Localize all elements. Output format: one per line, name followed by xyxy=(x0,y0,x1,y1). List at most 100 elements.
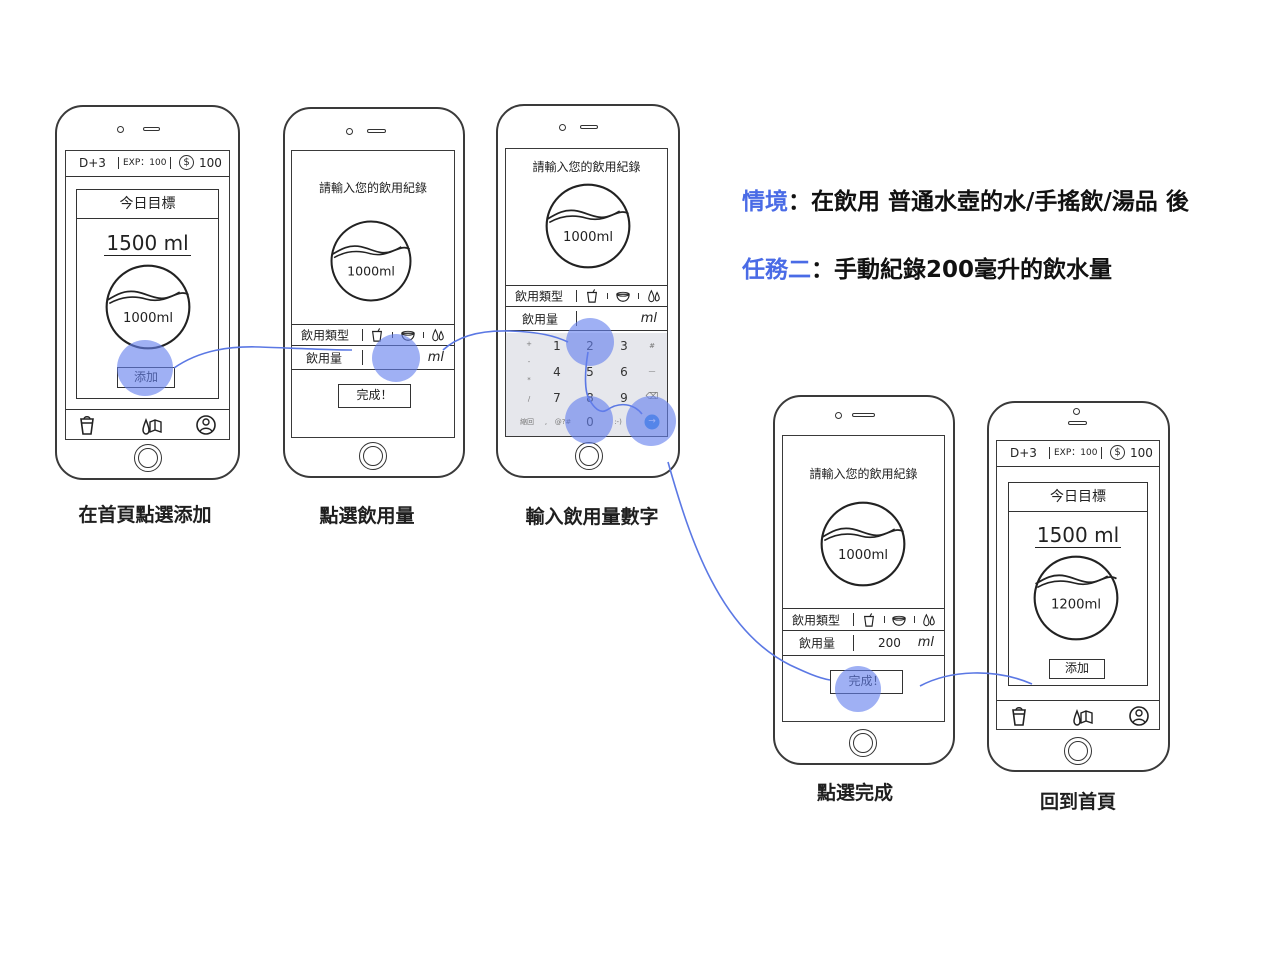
key-plus[interactable]: + xyxy=(526,340,532,348)
camera-dot xyxy=(559,124,566,131)
key-6[interactable]: 6 xyxy=(620,365,628,379)
record-title: 請輸入您的飲用紀錄 xyxy=(809,467,918,481)
step-caption-3: 輸入飲用量數字 xyxy=(525,506,659,528)
cup-icon[interactable] xyxy=(76,414,98,436)
home-button[interactable] xyxy=(849,729,877,757)
dollar-coin-icon: $ xyxy=(1110,445,1125,460)
water-wave-inner xyxy=(548,210,621,224)
water-wave-inner xyxy=(1036,575,1109,589)
key-4[interactable]: 4 xyxy=(553,365,561,379)
key-symbols[interactable]: @?# xyxy=(554,418,572,426)
icon-divider xyxy=(884,616,885,623)
unit-label: ml xyxy=(427,349,444,365)
profile-icon[interactable] xyxy=(195,414,217,436)
water-cup-indicator: 1200ml xyxy=(1033,555,1119,641)
status-bar: D+3 EXP：100 $ 100 xyxy=(997,441,1159,467)
water-drop-icon[interactable] xyxy=(647,289,661,303)
map-icon[interactable] xyxy=(141,414,163,436)
drink-type-row[interactable]: 飲用類型 xyxy=(506,285,667,307)
cup-amount-label: 1200ml xyxy=(1051,598,1101,613)
water-cup-indicator: 1000ml xyxy=(820,501,906,587)
drink-amount-field[interactable]: 飲用量 200 ml xyxy=(783,631,944,656)
bowl-icon[interactable] xyxy=(616,289,630,303)
drink-amount-value: 200 xyxy=(878,636,901,650)
water-drop-icon[interactable] xyxy=(431,328,445,342)
speaker-slot xyxy=(143,127,160,131)
scenario-text: 在飲用 普通水壺的水/手搖飲/湯品 後 xyxy=(811,189,1189,215)
home-screen: D+3 EXP：100 $ 100 今日目標 1500 ml 1200ml 添加 xyxy=(996,440,1160,730)
cup-amount-label: 1000ml xyxy=(123,311,173,326)
cup-amount-label: 1000ml xyxy=(347,263,395,278)
drink-cup-icon[interactable] xyxy=(862,612,876,627)
cup-amount-label: 1000ml xyxy=(838,548,888,563)
day-counter: D+3 xyxy=(1010,446,1037,460)
tab-bar xyxy=(66,409,229,439)
key-hash[interactable]: # xyxy=(649,342,655,350)
key-divide[interactable]: / xyxy=(527,395,531,403)
key-3[interactable]: 3 xyxy=(620,339,628,353)
water-wave xyxy=(1035,574,1117,585)
water-wave xyxy=(331,245,411,256)
cup-icon[interactable] xyxy=(1008,705,1030,727)
touch-indicator-done xyxy=(835,666,881,712)
dollar-coin-icon: $ xyxy=(179,155,194,170)
camera-dot xyxy=(835,412,842,419)
key-7[interactable]: 7 xyxy=(553,391,561,405)
goal-amount-value: 1500 ml xyxy=(1034,523,1122,548)
camera-dot xyxy=(346,128,353,135)
step-caption-4: 點選完成 xyxy=(816,782,893,804)
task-line: 任務二：手動紀錄200毫升的飲水量 xyxy=(742,256,1112,284)
key-9[interactable]: 9 xyxy=(620,391,628,405)
key-emoji[interactable]: :-) xyxy=(614,418,622,426)
speaker-slot xyxy=(580,125,598,129)
status-bar: D+3 EXP：100 $ 100 xyxy=(66,151,229,177)
bowl-icon[interactable] xyxy=(892,613,906,627)
water-wave-inner xyxy=(823,528,896,542)
drink-type-row[interactable]: 飲用類型 xyxy=(292,324,454,346)
speaker-slot xyxy=(1068,421,1087,425)
home-button[interactable] xyxy=(359,442,387,470)
exp-counter: EXP：100 xyxy=(118,157,172,169)
task-colon: ： xyxy=(811,257,834,283)
record-screen: 請輸入您的飲用紀錄 1000ml 飲用類型 飲用量 ml 完成！ xyxy=(291,150,455,438)
water-drop-icon[interactable] xyxy=(922,613,936,627)
map-icon[interactable] xyxy=(1072,705,1094,727)
water-wave xyxy=(107,290,189,301)
cup-outline xyxy=(820,501,906,587)
touch-indicator-key-2 xyxy=(566,318,614,366)
key-multiply[interactable]: * xyxy=(527,376,531,384)
key-dash[interactable]: — xyxy=(648,367,656,375)
goal-amount: 1500 ml xyxy=(77,231,218,256)
scenario-colon: ： xyxy=(788,189,811,215)
key-minus[interactable]: - xyxy=(527,358,531,366)
key-collapse[interactable]: 縮回 xyxy=(520,418,534,426)
home-button[interactable] xyxy=(134,444,162,472)
step-caption-5: 回到首頁 xyxy=(1039,791,1116,813)
home-button[interactable] xyxy=(1064,737,1092,765)
water-wave xyxy=(822,527,904,538)
field-divider xyxy=(853,635,854,651)
drink-type-row[interactable]: 飲用類型 xyxy=(783,608,944,631)
touch-indicator-add xyxy=(117,340,173,396)
done-button[interactable]: 完成！ xyxy=(338,384,411,408)
speaker-slot xyxy=(852,413,875,417)
icon-divider xyxy=(607,293,608,299)
key-comma[interactable]: , xyxy=(544,418,548,426)
task-label: 任務二 xyxy=(742,257,811,283)
record-screen-keypad: 請輸入您的飲用紀錄 1000ml 飲用類型 飲用量 ml + - * / 1 xyxy=(505,148,668,437)
scenario-line: 情境：在飲用 普通水壺的水/手搖飲/湯品 後 xyxy=(742,188,1189,216)
step-caption-2: 點選飲用量 xyxy=(319,505,415,527)
profile-icon[interactable] xyxy=(1128,705,1150,727)
drink-cup-icon[interactable] xyxy=(585,289,599,303)
touch-indicator-key-0 xyxy=(565,396,613,444)
add-button[interactable]: 添加 xyxy=(1049,659,1105,679)
touch-indicator-amount xyxy=(372,334,420,382)
drink-amount-label: 飲用量 xyxy=(522,312,559,326)
key-1[interactable]: 1 xyxy=(553,339,561,353)
unit-label: ml xyxy=(640,310,657,326)
phone-step-2: 請輸入您的飲用紀錄 1000ml 飲用類型 飲用量 ml 完成！ xyxy=(283,107,465,478)
key-5[interactable]: 5 xyxy=(586,365,594,379)
drink-type-label: 飲用類型 xyxy=(301,328,350,343)
coin-count: 100 xyxy=(199,156,222,170)
home-button[interactable] xyxy=(575,442,603,470)
